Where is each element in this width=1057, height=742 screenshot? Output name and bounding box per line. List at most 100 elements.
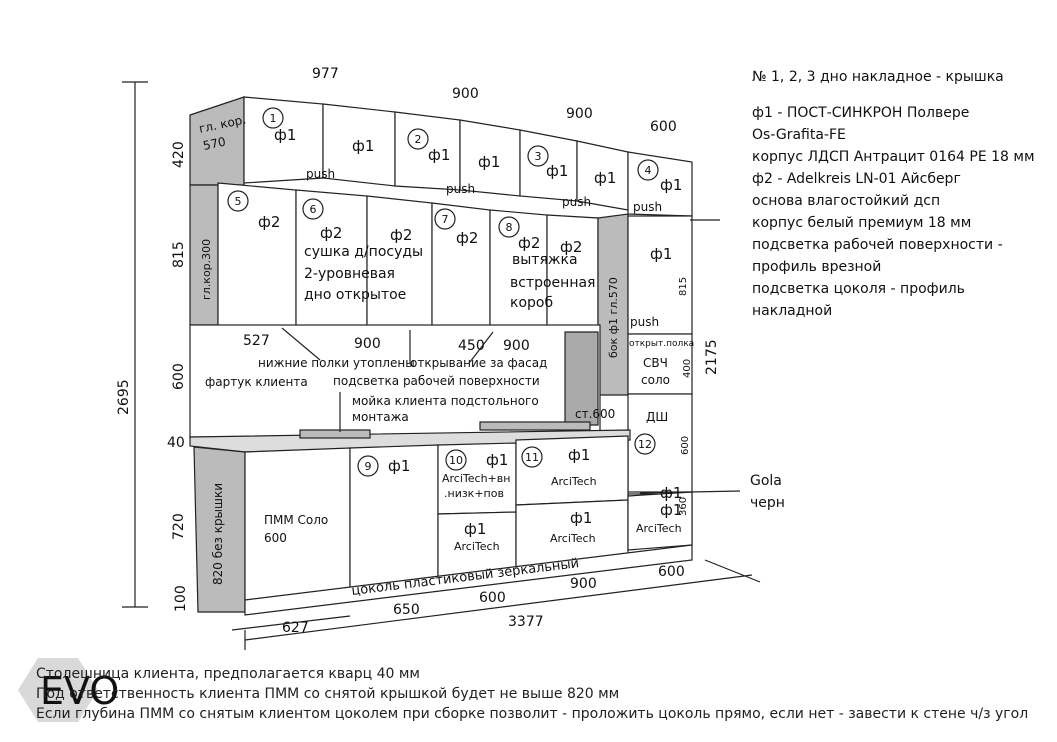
label-push-2: push: [446, 182, 475, 196]
facade-f1-10b: ф1: [464, 520, 486, 538]
dim-2695: 2695: [116, 379, 132, 415]
facade-f1-3: ф1: [428, 146, 450, 164]
label-sushka-3: дно открытое: [304, 287, 406, 303]
dim-450: 450: [458, 338, 485, 354]
facade-f1-5: ф1: [546, 162, 568, 180]
module-number-2: 2: [415, 133, 422, 146]
module-number-12: 12: [638, 438, 652, 451]
module-circle-12: [634, 433, 656, 455]
facade-f1-4: ф1: [478, 153, 500, 171]
dim-600-floor2: 600: [658, 564, 685, 580]
evo-logo: EVO: [18, 658, 119, 722]
module-number-9: 9: [365, 460, 372, 473]
spec-line-11: накладной: [752, 303, 833, 319]
facade-f2-3: ф2: [390, 226, 412, 244]
facade-f1-2: ф1: [352, 137, 374, 155]
facade-f2-5: ф2: [518, 234, 540, 252]
label-svch-1: СВЧ: [643, 356, 668, 370]
dim-40: 40: [167, 435, 185, 451]
dim-col-360: 360: [678, 497, 689, 516]
label-push-3: push: [562, 195, 591, 209]
bottom-note-1: Столешница клиента, предполагается кварц…: [36, 666, 420, 682]
label-gl-kor-300: гл.кор.300: [200, 239, 213, 300]
dim-900-floor: 900: [570, 576, 597, 592]
label-dsh: ДШ: [646, 410, 668, 424]
module-number-10: 10: [449, 454, 463, 467]
module-circle-5: [227, 190, 249, 212]
label-open-facade: открывание за фасад: [410, 356, 547, 370]
tall-cabinet-top: [627, 215, 693, 335]
label-arci-5: ArciTech: [550, 532, 596, 545]
label-bok: бок ф1 гл.570: [607, 277, 620, 358]
label-sushka-1: сушка д/посуды: [304, 244, 423, 260]
label-st-600: ст.600: [575, 407, 615, 421]
module-number-5: 5: [235, 195, 242, 208]
module-number-1: 1: [270, 112, 277, 125]
dim-420: 420: [171, 141, 187, 168]
facade-f2-6: ф2: [560, 238, 582, 256]
dim-col-400: 400: [682, 359, 693, 378]
label-apron: фартук клиента: [205, 375, 308, 389]
bottom-notes: Столешница клиента, предполагается кварц…: [36, 664, 1028, 724]
label-arci-4: ArciTech: [454, 540, 500, 553]
module-circle-10: [445, 449, 467, 471]
dim-627: 627: [282, 620, 309, 636]
label-arci-3: ArciTech: [551, 475, 597, 488]
wall-cabinet-8b: [546, 214, 599, 333]
dim-3377: 3377: [508, 614, 544, 630]
label-push-1: push: [306, 167, 335, 181]
spec-line-1: № 1, 2, 3 дно накладное - крышка: [752, 69, 1004, 85]
spec-line-9: профиль врезной: [752, 259, 882, 275]
spec-line-7: корпус белый премиум 18 мм: [752, 215, 972, 231]
dim-600-left: 600: [171, 363, 187, 390]
label-svch-2: соло: [641, 373, 670, 387]
dim-900d: 900: [503, 338, 530, 354]
module-circle-11: [521, 446, 543, 468]
facade-f1-11: ф1: [568, 446, 590, 464]
module-number-3: 3: [535, 150, 542, 163]
module-number-6: 6: [310, 203, 317, 216]
backsplash: [189, 324, 601, 438]
dim-900c: 900: [354, 336, 381, 352]
plinth: [244, 544, 693, 616]
spec-line-3: Os-Grafita-FE: [752, 127, 846, 143]
hob: [479, 421, 591, 431]
label-arci-6: ArciTech: [636, 522, 682, 535]
label-820: 820 без крышки: [211, 483, 225, 585]
sink: [299, 429, 371, 439]
facade-f1-6: ф1: [594, 169, 616, 187]
dim-977: 977: [312, 66, 339, 82]
label-push-4: push: [633, 200, 662, 214]
label-gola-1: Gola: [750, 473, 782, 489]
dim-900a: 900: [452, 86, 479, 102]
label-open-shelf: открыт.полка: [629, 339, 694, 349]
label-arci-1: ArciTech+вн: [442, 472, 510, 485]
module-circle-1: [262, 107, 284, 129]
module-number-7: 7: [442, 213, 449, 226]
module-circle-9: [357, 455, 379, 477]
module-circle-8: [498, 216, 520, 238]
spec-line-10: подсветка цоколя - профиль: [752, 281, 965, 297]
dim-col-600: 600: [680, 436, 691, 455]
wall-600: [564, 331, 599, 426]
logo-text: EVO: [40, 669, 119, 713]
dim-100: 100: [173, 585, 189, 612]
spec-line-4: корпус ЛДСП Антрацит 0164 PE 18 мм: [752, 149, 1035, 165]
dim-527: 527: [243, 333, 270, 349]
spec-line-2: ф1 - ПОСТ-СИНКРОН Полвере: [752, 105, 970, 121]
spec-line-8: подсветка рабочей поверхности -: [752, 237, 1003, 253]
dim-650: 650: [393, 602, 420, 618]
microwave-niche: [627, 333, 693, 395]
dim-600: 600: [650, 119, 677, 135]
dim-815: 815: [171, 241, 187, 268]
facade-f1-7: ф1: [660, 176, 682, 194]
label-vytyazhka-1: вытяжка: [512, 252, 578, 268]
dim-2175: 2175: [704, 339, 720, 375]
label-vytyazhka-2: встроенная: [510, 275, 595, 291]
dim-600-floor: 600: [479, 590, 506, 606]
spec-line-6: основа влагостойкий дсп: [752, 193, 941, 209]
facade-f1-1: ф1: [274, 126, 296, 144]
label-arci-2: .низк+пов: [444, 487, 504, 500]
dim-900b: 900: [566, 106, 593, 122]
